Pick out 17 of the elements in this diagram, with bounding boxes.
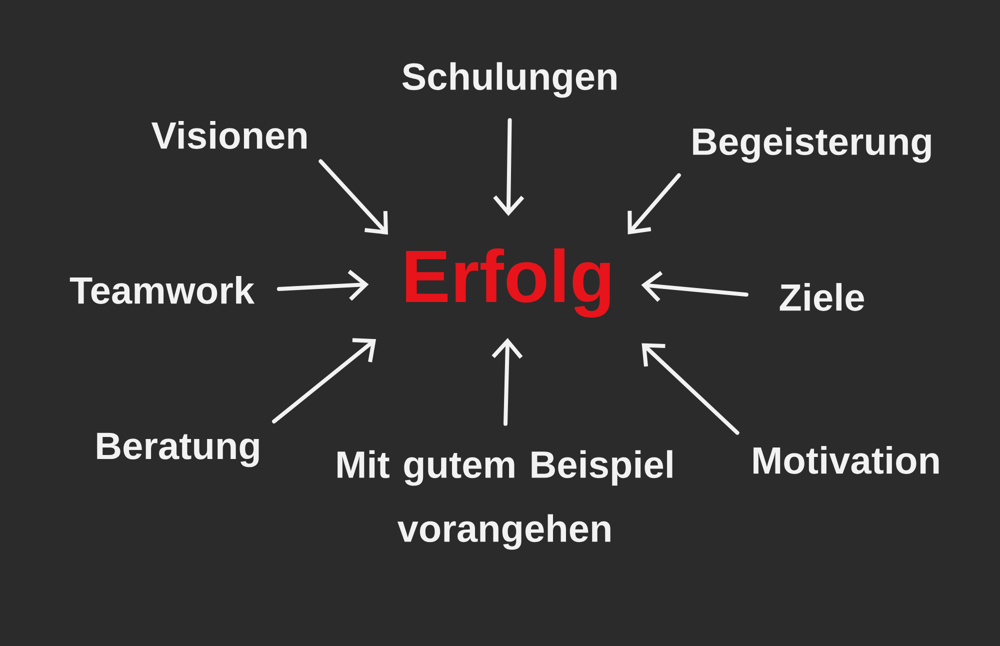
keyword-label: Ziele [780,283,864,311]
keyword-label: Teamwork [70,276,255,304]
arrow [272,338,376,424]
arrow [276,270,369,301]
keyword-label: Beratung [97,432,259,468]
central-keyword: Erfolg [406,248,610,318]
keyword-label: Schulungen [402,62,616,98]
keyword-label: Motivation [754,446,939,474]
arrow [492,338,523,426]
keyword-label: Visionen [151,121,306,149]
arrow [493,118,524,216]
keyword-label: Mit gutem Beispiel vorangehen [338,450,672,550]
keyword-label: Begeisterung [693,127,931,163]
arrow [642,343,740,435]
arrow [641,271,748,302]
arrow [628,173,681,234]
arrow [318,159,388,235]
